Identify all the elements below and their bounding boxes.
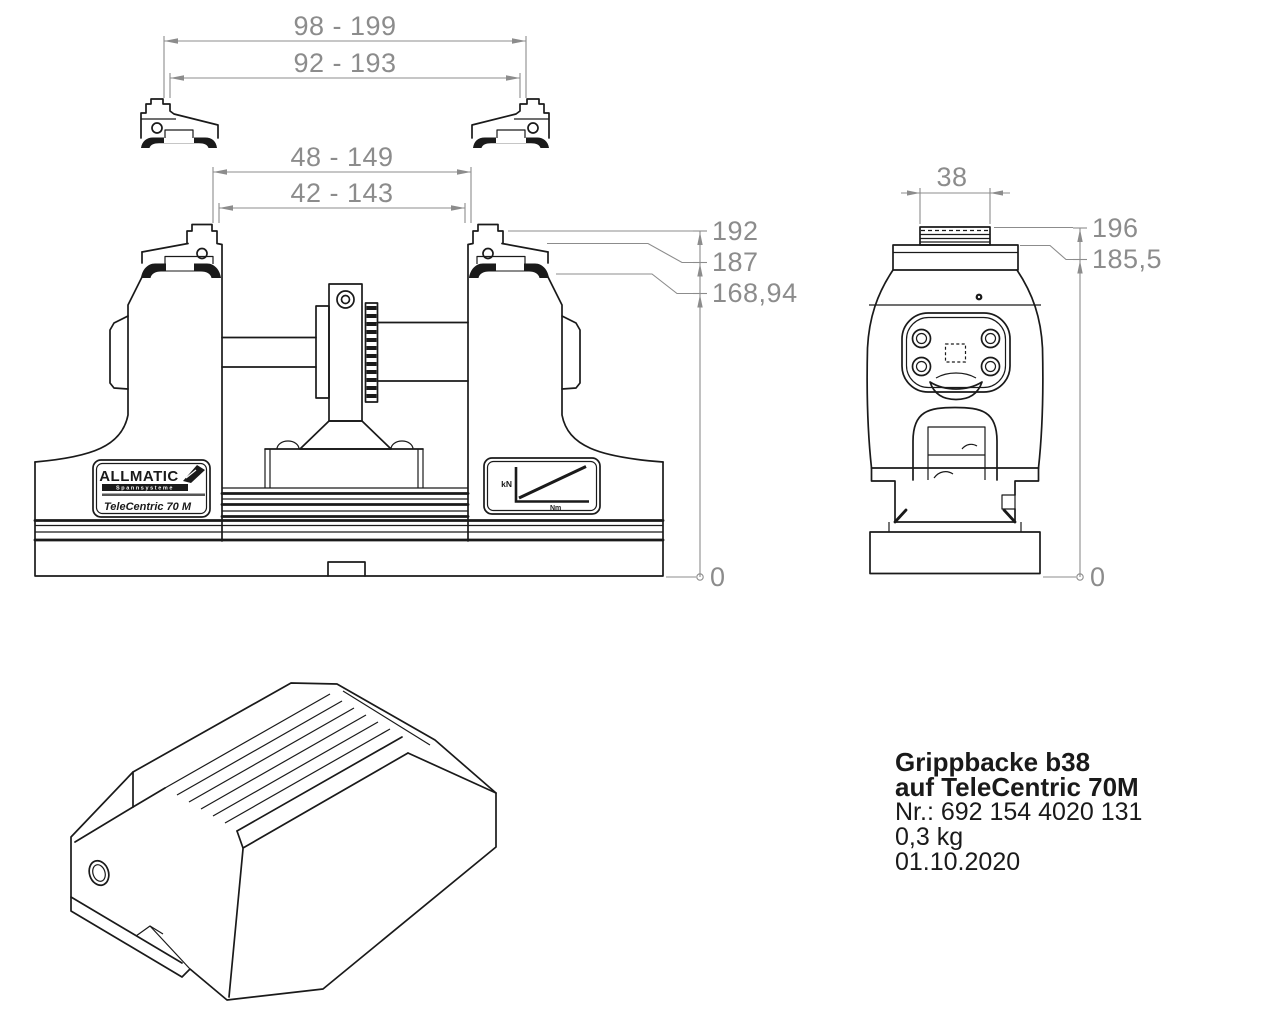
logo-plate: ALLMATIC Spannsysteme TeleCentric 70 M (92, 459, 211, 518)
front-view: ALLMATIC Spannsysteme TeleCentric 70 M k… (33, 98, 665, 577)
part-weight: 0,3 kg (895, 823, 964, 851)
graph-y-label: kN (501, 479, 512, 489)
logo-model: TeleCentric 70 M (104, 501, 192, 513)
side-view (866, 226, 1044, 575)
dim-jaw-outer: 98 - 199 (293, 11, 396, 41)
dim-height-192: 192 (712, 216, 759, 246)
serration-grooves (164, 693, 391, 824)
center-square (944, 343, 967, 363)
force-graph-plate: kN Nm (483, 457, 601, 515)
bolt-circles (911, 328, 1001, 377)
dim-vise-inner: 42 - 143 (290, 178, 393, 208)
dim-width-38: 38 (936, 162, 967, 192)
part-date: 01.10.2020 (895, 848, 1021, 876)
isometric-view (70, 682, 497, 1001)
dim-datum-front: 0 (710, 562, 726, 592)
dimension-annotations: 98 - 199 92 - 193 48 - 149 42 - 143 192 … (163, 11, 1162, 592)
graph-x-label: Nm (550, 505, 561, 512)
dim-vise-outer: 48 - 149 (290, 142, 393, 172)
title-block: Grippbacke b38 auf TeleCentric 70M Nr.: … (895, 747, 1143, 876)
dim-jaw-inner: 92 - 193 (293, 48, 396, 78)
logo-subtitle: Spannsysteme (116, 486, 174, 492)
dim-height-168: 168,94 (712, 278, 798, 308)
dim-datum-side: 0 (1090, 562, 1106, 592)
dim-height-187: 187 (712, 247, 759, 277)
part-title-line1: Grippbacke b38 (895, 747, 1091, 777)
dim-height-196: 196 (1092, 213, 1139, 243)
part-number: Nr.: 692 154 4020 131 (895, 798, 1143, 826)
logo-brand: ALLMATIC (99, 468, 179, 485)
dim-height-185: 185,5 (1092, 244, 1162, 274)
part-title-line2: auf TeleCentric 70M (895, 772, 1139, 802)
graph-line (518, 465, 587, 500)
